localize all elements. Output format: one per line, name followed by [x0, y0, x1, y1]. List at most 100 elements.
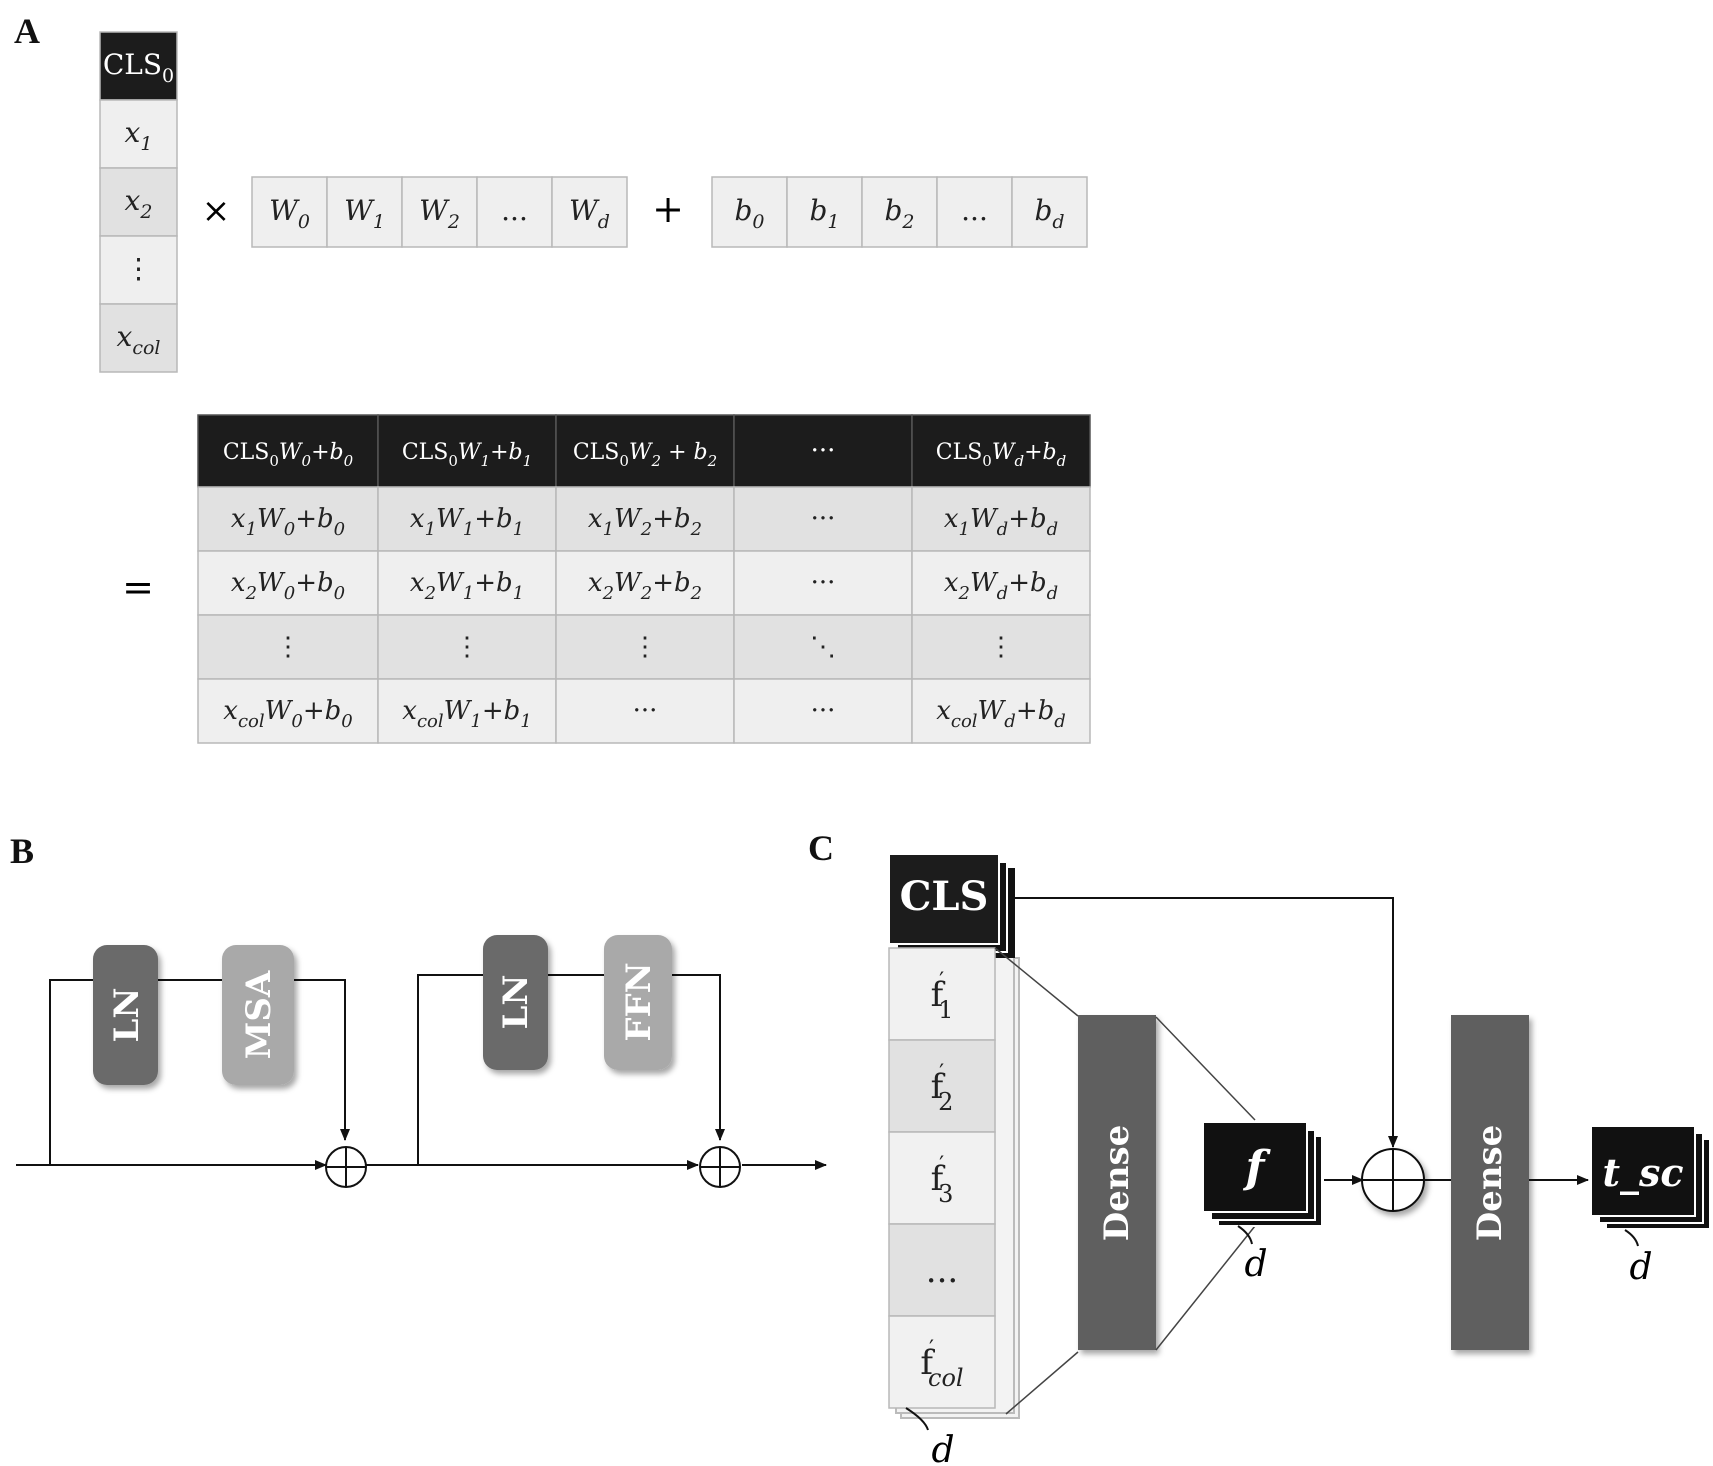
- result-cell-label: CLS0W1+b1: [402, 440, 532, 470]
- bias-cell: [711, 176, 788, 248]
- block2-branch-line: [417, 974, 725, 1165]
- fan-line-top: [994, 947, 1079, 1017]
- bias-cell: [936, 176, 1013, 248]
- result-cell: [911, 414, 1091, 488]
- bias-label: ...: [961, 194, 988, 227]
- result-cell-label: x2W2+b2: [588, 568, 702, 604]
- result-cell-label: x2W1+b1: [410, 568, 524, 604]
- result-cell-label: ···: [633, 696, 658, 726]
- result-cell: [377, 414, 557, 488]
- result-cell-label: x2W0+b0: [231, 568, 345, 604]
- tsc-label: t_sc: [1602, 1150, 1683, 1195]
- result-cell: [555, 614, 735, 680]
- weight-cell: [476, 176, 553, 248]
- bias-label: b0: [734, 194, 764, 233]
- feature-dim-brace: [905, 1407, 929, 1431]
- tsc-dim-brace: [1624, 1229, 1639, 1247]
- feature-cell-label: f′2: [931, 1061, 954, 1116]
- result-cell: [911, 486, 1091, 552]
- bias-label: b2: [884, 194, 914, 233]
- result-cell-label: CLS0W2 + b2: [573, 440, 717, 470]
- result-cell: [555, 550, 735, 616]
- result-cell: [197, 414, 379, 488]
- weight-cell: [401, 176, 478, 248]
- result-cell: [733, 678, 913, 744]
- feature-cell: [888, 1315, 996, 1409]
- cls-token-box: CLS: [888, 853, 1000, 945]
- tsc-box: t_sc: [1590, 1125, 1696, 1217]
- result-cell: [555, 486, 735, 552]
- result-cell-label: x1W0+b0: [231, 504, 345, 540]
- msa-label: MSA: [239, 970, 279, 1059]
- weight-cell: [251, 176, 328, 248]
- f-dim-label: d: [1244, 1244, 1267, 1285]
- add-circle-1: [325, 1146, 367, 1188]
- input-cell-label: x2: [125, 184, 153, 223]
- result-cell-label: xcolWd+bd: [936, 696, 1066, 732]
- result-cell-label: ⋮: [988, 632, 1014, 662]
- feature-cell-label: ...: [926, 1251, 958, 1291]
- dense-label-1: Dense: [1097, 1125, 1137, 1242]
- result-cell-label: ⋱: [810, 632, 836, 662]
- result-cell: [733, 414, 913, 488]
- input-cell-label: xcol: [117, 320, 161, 359]
- equals-symbol: =: [122, 565, 154, 609]
- feature-cell-label: f′col: [920, 1337, 963, 1392]
- result-cell: [197, 678, 379, 744]
- bias-label: b1: [809, 194, 839, 233]
- result-cell-label: xcolW0+b0: [223, 696, 352, 732]
- f-dim-brace: [1237, 1225, 1253, 1245]
- times-symbol: ×: [202, 191, 231, 231]
- panel-label-c: C: [808, 828, 834, 868]
- feature-cell: [888, 1131, 996, 1225]
- weight-label: W1: [344, 194, 385, 233]
- ln-box-2: LN: [483, 935, 548, 1070]
- result-cell-label: xcolW1+b1: [402, 696, 531, 732]
- result-cell: [733, 614, 913, 680]
- input-column: CLS0 x1 x2 ⋮ xcol: [99, 31, 178, 373]
- add-circle-c: [1361, 1148, 1425, 1212]
- tsc-dim-label: d: [1629, 1247, 1652, 1288]
- feature-cell: [888, 1223, 996, 1317]
- input-cell-label: x1: [125, 116, 153, 155]
- result-cell-label: x1W2+b2: [588, 504, 702, 540]
- result-cell-label: ···: [811, 504, 836, 534]
- bias-cell: [786, 176, 863, 248]
- result-cell: [197, 550, 379, 616]
- input-cell: [99, 303, 178, 373]
- panel-label-a: A: [14, 11, 40, 51]
- input-cell-label: CLS0: [103, 48, 174, 87]
- result-cell: [911, 550, 1091, 616]
- msa-box: MSA: [222, 945, 294, 1085]
- fan-line-f-bottom: [1155, 1225, 1256, 1351]
- feature-cell-label: f′3: [931, 1153, 954, 1208]
- result-cell-label: x1Wd+bd: [944, 504, 1058, 540]
- result-cell: [911, 614, 1091, 680]
- weight-label: W2: [419, 194, 460, 233]
- input-cell: [99, 167, 178, 237]
- bias-label: bd: [1034, 194, 1064, 233]
- result-cell: [197, 614, 379, 680]
- input-cell: [99, 235, 178, 305]
- result-cell-label: ···: [811, 568, 836, 598]
- result-cell-label: ⋮: [632, 632, 658, 662]
- ffn-box: FFN: [604, 935, 672, 1070]
- input-cell-label: ⋮: [125, 252, 153, 285]
- fan-line-f-top: [1155, 1016, 1256, 1121]
- result-cell-label: ⋮: [275, 632, 301, 662]
- result-cell-label: CLS0Wd+bd: [936, 440, 1066, 470]
- dense-box-2: Dense: [1451, 1015, 1529, 1350]
- input-cell: [99, 31, 178, 101]
- bias-row: b0 b1 b2... bd: [711, 176, 1088, 248]
- result-cell-label: ···: [811, 436, 836, 466]
- ln-label-2: LN: [496, 975, 536, 1030]
- result-cell: [911, 678, 1091, 744]
- ffn-label: FFN: [619, 962, 659, 1041]
- input-cell: [99, 99, 178, 169]
- result-cell: [197, 486, 379, 552]
- weight-label: ...: [501, 194, 528, 227]
- weight-label: W0: [269, 194, 310, 233]
- fan-line-bottom: [1005, 1351, 1079, 1415]
